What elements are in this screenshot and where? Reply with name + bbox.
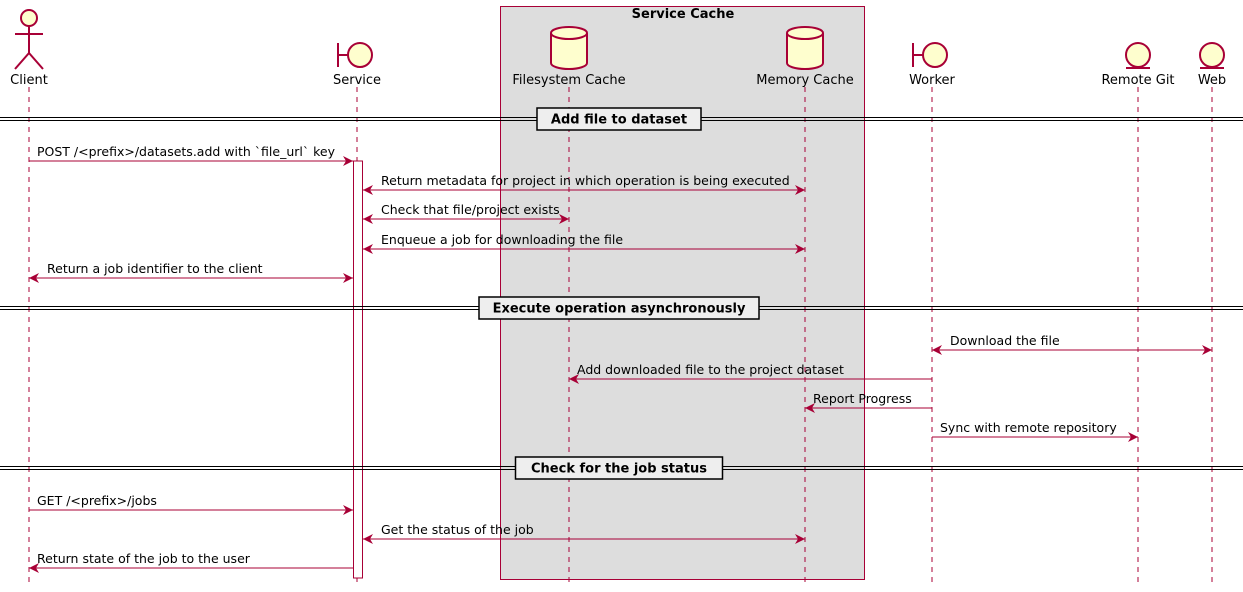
message-arrow: Enqueue a job for downloading the file xyxy=(363,232,805,254)
participant-mem: Memory Cache xyxy=(756,26,854,88)
participant-web: Web xyxy=(1198,42,1226,88)
actor-icon xyxy=(14,9,44,70)
section-separator: Check for the job status xyxy=(0,456,1243,480)
participant-label: Worker xyxy=(909,73,955,88)
message-arrow: Add downloaded file to the project datas… xyxy=(569,362,932,384)
section-title-box xyxy=(536,107,702,131)
message-label: Return a job identifier to the client xyxy=(47,261,263,276)
entity-icon xyxy=(1199,42,1225,69)
message-label: Report Progress xyxy=(813,391,912,406)
message-label: POST /<prefix>/datasets.add with `file_u… xyxy=(37,144,336,159)
participant-client: Client xyxy=(10,9,48,88)
message-arrow: Check that file/project exists xyxy=(363,202,569,224)
message-label: Sync with remote repository xyxy=(940,420,1117,435)
message-arrow: Get the status of the job xyxy=(363,522,805,544)
message-arrow: Sync with remote repository xyxy=(932,420,1138,442)
message-label: Add downloaded file to the project datas… xyxy=(577,362,844,377)
service-cache-box xyxy=(500,6,865,580)
participant-service: Service xyxy=(333,42,381,88)
message-label: Get the status of the job xyxy=(381,522,534,537)
participant-label: Memory Cache xyxy=(756,73,853,88)
participant-label: Filesystem Cache xyxy=(512,73,625,88)
section-title: Execute operation asynchronously xyxy=(493,302,746,317)
message-arrow: GET /<prefix>/jobs xyxy=(29,493,353,515)
service-cache-box-title: Service Cache xyxy=(632,7,735,22)
database-icon xyxy=(786,26,824,70)
boundary-icon xyxy=(912,42,948,68)
database-icon xyxy=(550,26,588,70)
service-activation-bar xyxy=(353,160,363,579)
message-arrow: Return state of the job to the user xyxy=(29,551,353,573)
message-label: Enqueue a job for downloading the file xyxy=(381,232,623,247)
message-label: Check that file/project exists xyxy=(381,202,560,217)
participant-label: Client xyxy=(10,73,48,88)
message-arrow: POST /<prefix>/datasets.add with `file_u… xyxy=(29,144,353,166)
section-title: Check for the job status xyxy=(531,462,707,477)
message-arrow: Download the file xyxy=(932,333,1212,355)
section-separator: Add file to dataset xyxy=(0,107,1243,131)
participant-worker: Worker xyxy=(909,42,956,88)
message-arrow: Report Progress xyxy=(805,391,932,413)
message-arrow: Return a job identifier to the client xyxy=(29,261,353,283)
message-arrow: Return metadata for project in which ope… xyxy=(363,173,805,195)
section-title: Add file to dataset xyxy=(551,113,687,128)
participant-fs: Filesystem Cache xyxy=(512,26,626,88)
participant-label: Remote Git xyxy=(1101,73,1174,88)
entity-icon xyxy=(1125,42,1151,69)
section-title-box xyxy=(514,456,724,480)
section-separator: Execute operation asynchronously xyxy=(0,296,1243,320)
participant-label: Web xyxy=(1198,73,1226,88)
message-label: Return metadata for project in which ope… xyxy=(381,173,790,188)
participant-label: Service xyxy=(333,73,381,88)
message-label: GET /<prefix>/jobs xyxy=(37,493,157,508)
message-label: Download the file xyxy=(950,333,1060,348)
message-label: Return state of the job to the user xyxy=(37,551,251,566)
participant-git: Remote Git xyxy=(1101,42,1175,88)
boundary-icon xyxy=(337,42,373,68)
section-title-box xyxy=(478,296,760,320)
